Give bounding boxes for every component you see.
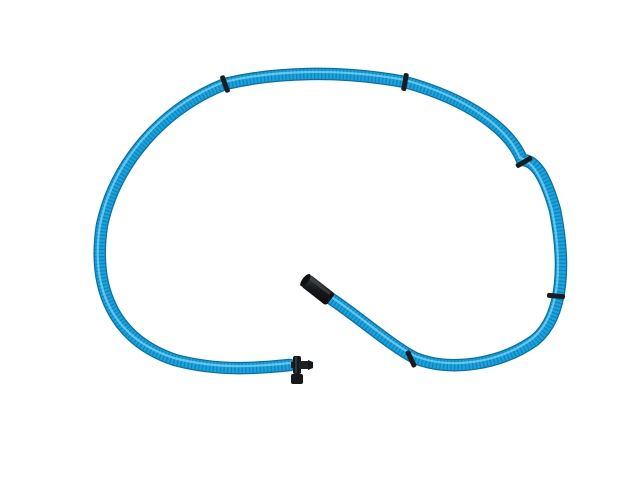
hose <box>93 67 568 375</box>
hose-clips <box>220 73 566 368</box>
barbed-connector <box>291 356 313 384</box>
clip-icon <box>405 350 417 368</box>
sleeve-fitting <box>300 273 335 305</box>
hose-highlight <box>96 70 560 368</box>
clip-icon <box>546 292 566 300</box>
clip-icon <box>515 156 533 168</box>
clip-icon <box>220 75 230 93</box>
hose-corrugation <box>94 68 566 374</box>
clip-icon <box>401 73 409 91</box>
